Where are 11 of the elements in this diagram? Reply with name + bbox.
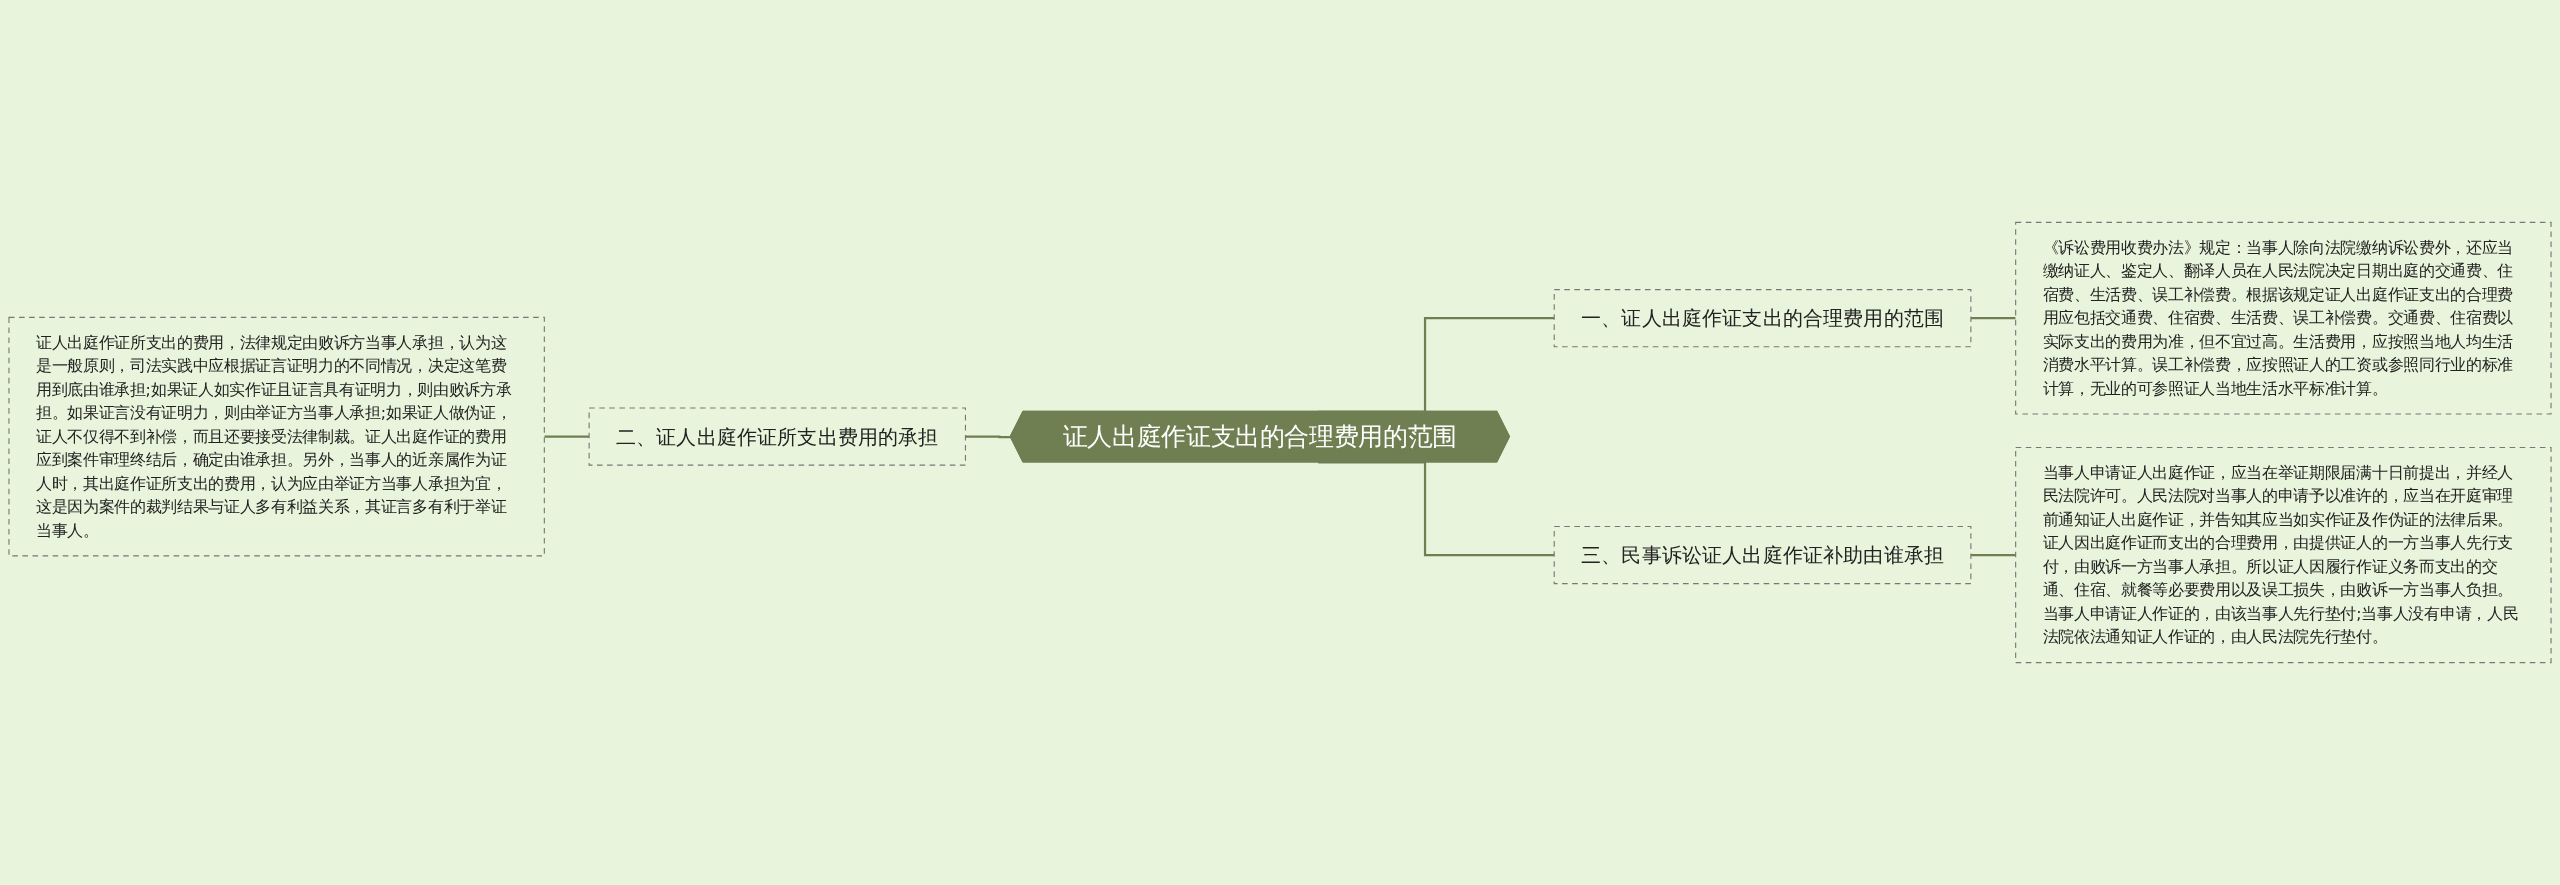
connector xyxy=(544,435,590,438)
connector xyxy=(1970,553,2016,557)
connector xyxy=(1970,317,2016,320)
node-box: 二、证人出庭作证所支出费用的承担 xyxy=(588,407,966,466)
node-box: 一、证人出庭作证支出的合理费用的范围 xyxy=(1553,289,1972,348)
node-box: 《诉讼费用收费办法》规定：当事人除向法院缴纳诉讼费外，还应当缴纳证人、鉴定人、翻译人员在人民法院决定日期出庭的交通费、住宿费、生活费、误工补偿费。根据该规定证人出庭作证支出的合理费用应包括交通费、住宿费、生活费、误工补偿费。交通费、住宿费以实际支出的费用为准，但不宜过高。生活费用，应按照当地人均生活消费水平计算。误工补偿费，应按照证人的工资或参照同行业的标准计算，无业的可参照证人当地生活水平标准计算。 xyxy=(2015,221,2552,415)
node-box: 证人出庭作证所支出的费用，法律规定由败诉方当事人承担，认为这是一般原则，司法实践中应根据证言证明力的不同情况，决定这笔费用到底由谁承担;如果证人如实作证且证言具有证明力，则由败诉方承担。如果证言没有证明力，则由举证方当事人承担;如果证人做伪证，证人不仅得不到补偿，而且还要接受法律制裁。证人出庭作证的费用应到案件审理终结后，确定由谁承担。另外，当事人的近亲属作为证人时，其出庭作证所支出的费用，认为应由举证方当事人承担为宜，这是因为案件的裁判结果与证人多有利益关系，其证言多有利于举证当事人。 xyxy=(8,316,545,557)
connector xyxy=(1318,461,1555,557)
node-box: 当事人申请证人出庭作证，应当在举证期限届满十日前提出，并经人民法院许可。人民法院对当事人的申请予以准许的，应当在开庭审理前通知证人出庭作证，并告知其应当如实作证及作伪证的法律后果。证人因出庭作证而支出的合理费用，由提供证人的一方当事人先行支付，由败诉一方当事人承担。所以证人因履行作证义务而支出的交通、住宿、就餐等必要费用以及误工损失，由败诉一方当事人负担。当事人申请证人作证的，由该当事人先行垫付;当事人没有申请，人民法院依法通知证人作证的，由人民法院先行垫付。 xyxy=(2015,447,2552,664)
connector xyxy=(965,435,1011,439)
node-box: 三、民事诉讼证人出庭作证补助由谁承担 xyxy=(1553,525,1972,585)
